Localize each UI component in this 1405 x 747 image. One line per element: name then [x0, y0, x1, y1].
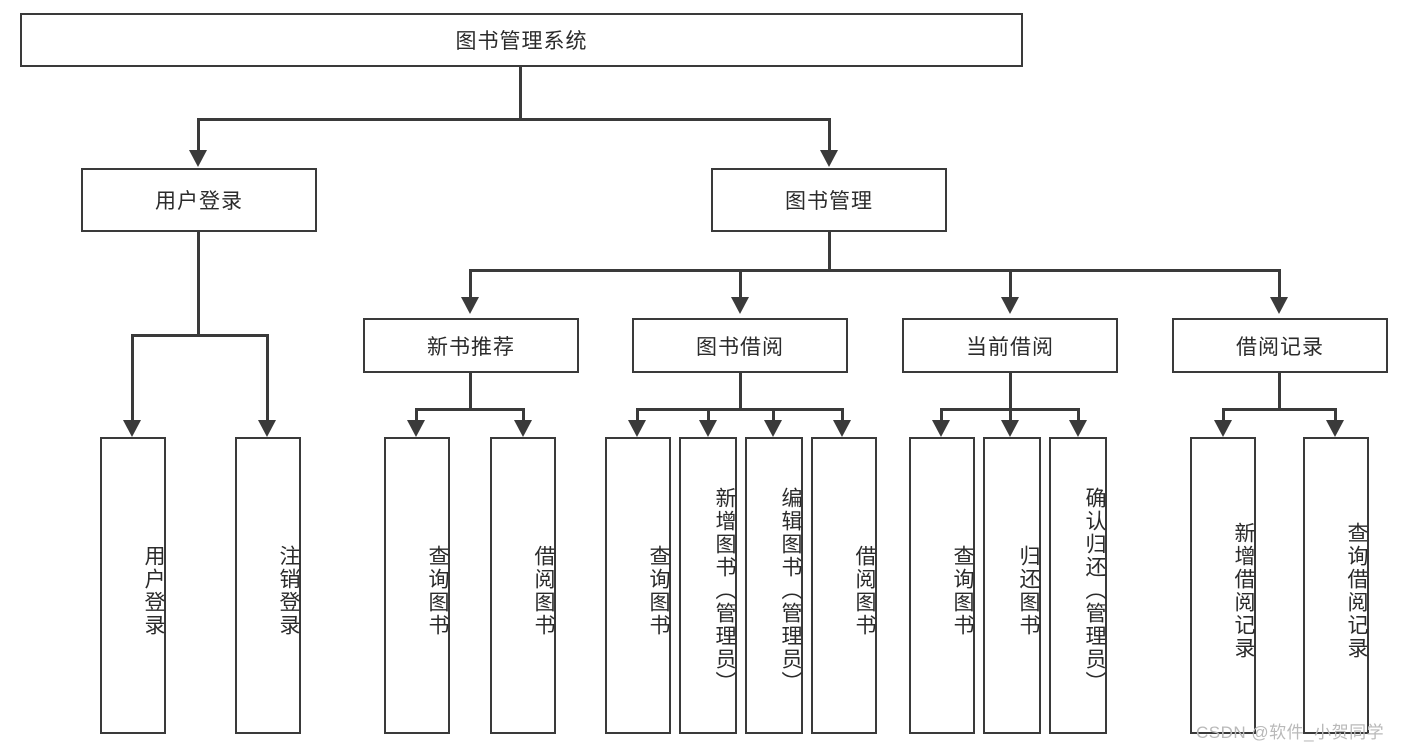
leaf-query-book-1-label: 查询图书 — [426, 544, 449, 637]
arrowhead-new-book-recommend — [461, 297, 479, 314]
leaf-borrow-book-2[interactable]: 借阅图书 — [811, 437, 877, 734]
connector-book-borrow-stem — [739, 373, 742, 408]
node-current-borrow-label: 当前借阅 — [966, 335, 1054, 359]
leaf-add-record-label: 新增借阅记录 — [1232, 521, 1255, 660]
connector-borrow-record-bus — [1222, 408, 1337, 411]
node-new-book-recommend-label: 新书推荐 — [427, 335, 515, 359]
leaf-query-book-1[interactable]: 查询图书 — [384, 437, 450, 734]
leaf-return-book-label: 归还图书 — [1017, 544, 1040, 637]
connector-user-login-stem — [197, 232, 200, 334]
connector-cb-to-leaf-2 — [1009, 408, 1012, 420]
connector-root-stem — [519, 67, 522, 118]
connector-new-book-stem — [469, 373, 472, 408]
node-new-book-recommend[interactable]: 新书推荐 — [363, 318, 579, 373]
connector-new-book-to-leaf-1 — [415, 408, 418, 420]
leaf-edit-book-label: 编辑图书（管理员） — [779, 487, 802, 694]
node-borrow-record[interactable]: 借阅记录 — [1172, 318, 1388, 373]
connector-cb-to-leaf-1 — [940, 408, 943, 420]
leaf-query-book-2[interactable]: 查询图书 — [605, 437, 671, 734]
node-book-borrow[interactable]: 图书借阅 — [632, 318, 848, 373]
leaf-confirm-return[interactable]: 确认归还（管理员） — [1049, 437, 1107, 734]
leaf-borrow-book-2-label: 借阅图书 — [853, 544, 876, 637]
arrowhead-borrow-record — [1270, 297, 1288, 314]
arrowhead-leaf-borrow-book-2 — [833, 420, 851, 437]
leaf-return-book[interactable]: 归还图书 — [983, 437, 1041, 734]
connector-book-borrow-bus — [636, 408, 844, 411]
leaf-add-book[interactable]: 新增图书（管理员） — [679, 437, 737, 734]
leaf-user-logout[interactable]: 注销登录 — [235, 437, 301, 734]
leaf-edit-book[interactable]: 编辑图书（管理员） — [745, 437, 803, 734]
leaf-query-record-label: 查询借阅记录 — [1345, 521, 1368, 660]
arrowhead-leaf-add-record — [1214, 420, 1232, 437]
node-root[interactable]: 图书管理系统 — [20, 13, 1023, 67]
arrowhead-leaf-query-book-3 — [932, 420, 950, 437]
arrowhead-current-borrow — [1001, 297, 1019, 314]
connector-br-to-leaf-1 — [1222, 408, 1225, 420]
arrowhead-leaf-borrow-book-1 — [514, 420, 532, 437]
leaf-add-book-label: 新增图书（管理员） — [713, 487, 736, 694]
leaf-user-logout-label: 注销登录 — [277, 544, 300, 637]
connector-bm-to-book-borrow — [739, 269, 742, 297]
connector-current-borrow-stem — [1009, 373, 1012, 408]
node-user-login[interactable]: 用户登录 — [81, 168, 317, 232]
arrowhead-leaf-edit-book — [764, 420, 782, 437]
node-current-borrow[interactable]: 当前借阅 — [902, 318, 1118, 373]
connector-user-login-bus — [131, 334, 269, 337]
connector-bm-to-borrow-record — [1278, 269, 1281, 297]
leaf-user-login-label: 用户登录 — [142, 544, 165, 637]
watermark-csdn: CSDN @软件_小贺同学 — [1196, 723, 1385, 742]
connector-book-management-stem — [828, 232, 831, 269]
arrowhead-book-management — [820, 150, 838, 167]
node-book-management[interactable]: 图书管理 — [711, 168, 947, 232]
connector-bm-to-new-book — [469, 269, 472, 297]
connector-user-login-to-leaf-2 — [266, 334, 269, 420]
arrowhead-leaf-return-book — [1001, 420, 1019, 437]
connector-bm-to-current-borrow — [1009, 269, 1012, 297]
leaf-borrow-book-1-label: 借阅图书 — [532, 544, 555, 637]
connector-user-login-to-leaf-1 — [131, 334, 134, 420]
connector-root-bus — [197, 118, 831, 121]
node-book-borrow-label: 图书借阅 — [696, 335, 784, 359]
connector-new-book-bus — [415, 408, 525, 411]
arrowhead-user-login — [189, 150, 207, 167]
connector-root-to-user-login — [197, 118, 200, 150]
arrowhead-leaf-add-book — [699, 420, 717, 437]
node-user-login-label: 用户登录 — [155, 190, 243, 213]
arrowhead-leaf-query-record — [1326, 420, 1344, 437]
leaf-add-record[interactable]: 新增借阅记录 — [1190, 437, 1256, 734]
leaf-query-book-2-label: 查询图书 — [647, 544, 670, 637]
connector-new-book-to-leaf-2 — [522, 408, 525, 420]
arrowhead-leaf-confirm-return — [1069, 420, 1087, 437]
leaf-confirm-return-label: 确认归还（管理员） — [1083, 487, 1106, 694]
arrowhead-book-borrow — [731, 297, 749, 314]
connector-root-to-book-management — [828, 118, 831, 150]
leaf-query-record[interactable]: 查询借阅记录 — [1303, 437, 1369, 734]
arrowhead-leaf-user-logout — [258, 420, 276, 437]
connector-book-management-bus — [469, 269, 1281, 272]
leaf-user-login[interactable]: 用户登录 — [100, 437, 166, 734]
connector-borrow-record-stem — [1278, 373, 1281, 408]
connector-bb-to-leaf-2 — [707, 408, 710, 420]
connector-bb-to-leaf-4 — [841, 408, 844, 420]
connector-bb-to-leaf-3 — [772, 408, 775, 420]
node-borrow-record-label: 借阅记录 — [1236, 335, 1324, 359]
arrowhead-leaf-query-book-2 — [628, 420, 646, 437]
arrowhead-leaf-query-book-1 — [407, 420, 425, 437]
connector-br-to-leaf-2 — [1334, 408, 1337, 420]
connector-bb-to-leaf-1 — [636, 408, 639, 420]
arrowhead-leaf-user-login — [123, 420, 141, 437]
connector-cb-to-leaf-3 — [1077, 408, 1080, 420]
leaf-query-book-3-label: 查询图书 — [951, 544, 974, 637]
leaf-query-book-3[interactable]: 查询图书 — [909, 437, 975, 734]
leaf-borrow-book-1[interactable]: 借阅图书 — [490, 437, 556, 734]
node-book-management-label: 图书管理 — [785, 190, 873, 213]
node-root-label: 图书管理系统 — [455, 30, 588, 53]
